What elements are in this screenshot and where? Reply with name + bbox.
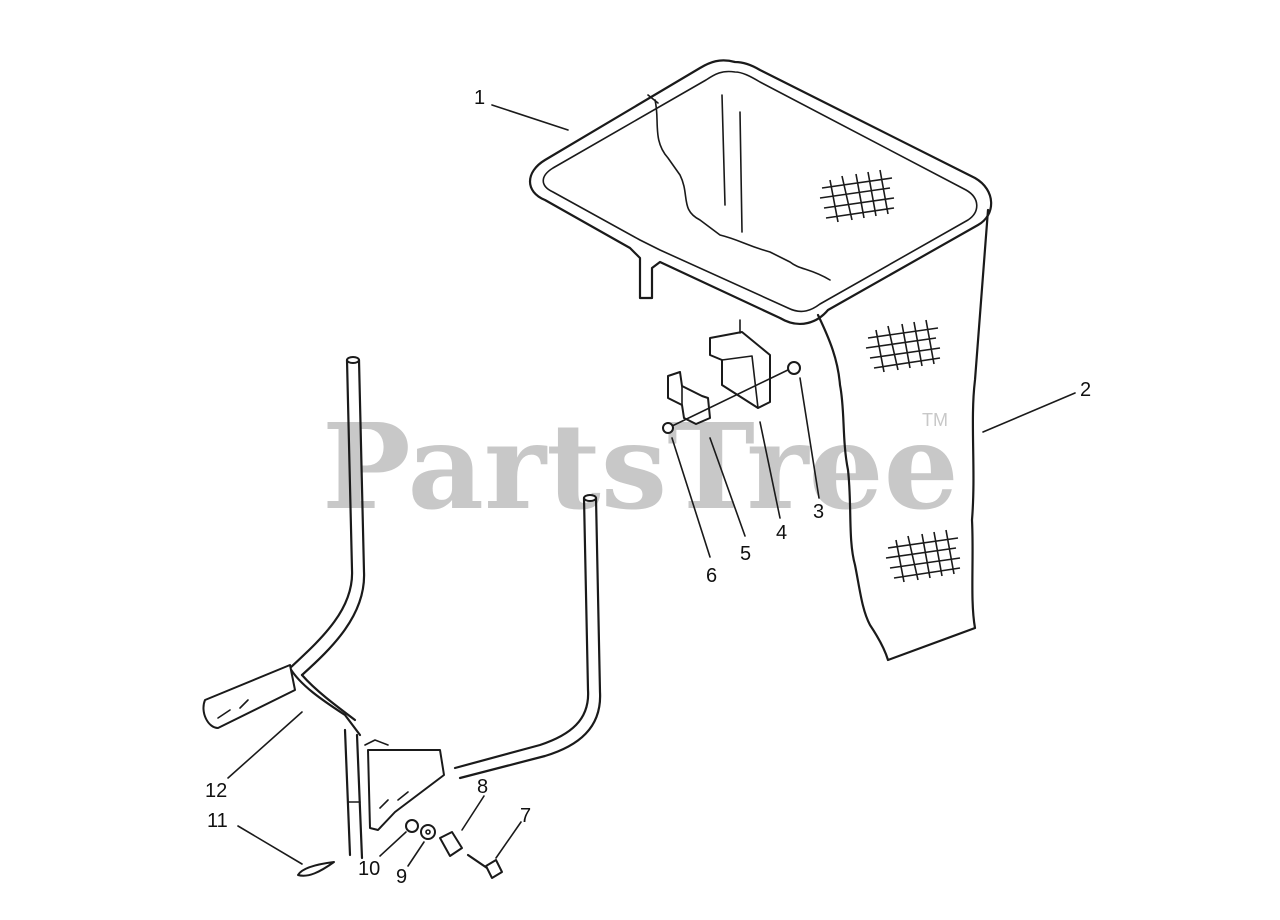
grass-bag	[654, 94, 990, 662]
washer-9	[420, 824, 436, 840]
callout-10: 10	[358, 858, 380, 880]
callout-2: 2	[1080, 379, 1091, 401]
handle-frame	[202, 356, 602, 860]
callout-6: 6	[706, 565, 717, 587]
callout-12: 12	[205, 780, 227, 802]
callout-4: 4	[776, 522, 787, 544]
nut-10	[405, 819, 419, 833]
callout-1: 1	[474, 87, 485, 109]
mesh-patch-top	[819, 169, 895, 223]
callout-labels: 1 2 3 4 5 6 7 8 9 10 11 12	[205, 87, 1091, 888]
mesh-patch-middle	[865, 319, 941, 373]
bolt-7	[466, 853, 503, 879]
clip-11	[297, 861, 335, 877]
bracket-lower	[667, 371, 711, 425]
bolt-3	[667, 361, 801, 429]
callout-7: 7	[520, 805, 531, 827]
watermark-text: PartsTree	[322, 397, 959, 536]
callout-11: 11	[207, 810, 228, 832]
callout-9: 9	[396, 866, 407, 888]
watermark-trademark: TM	[922, 410, 948, 430]
spacer-8	[439, 831, 463, 857]
callout-8: 8	[477, 776, 488, 798]
callout-3: 3	[813, 501, 824, 523]
leader-lines	[227, 104, 1076, 867]
nut-6	[662, 422, 674, 434]
mesh-patch-bottom	[885, 529, 961, 583]
bag-frame	[529, 59, 993, 326]
bracket-upper	[709, 319, 771, 409]
callout-5: 5	[740, 543, 751, 565]
